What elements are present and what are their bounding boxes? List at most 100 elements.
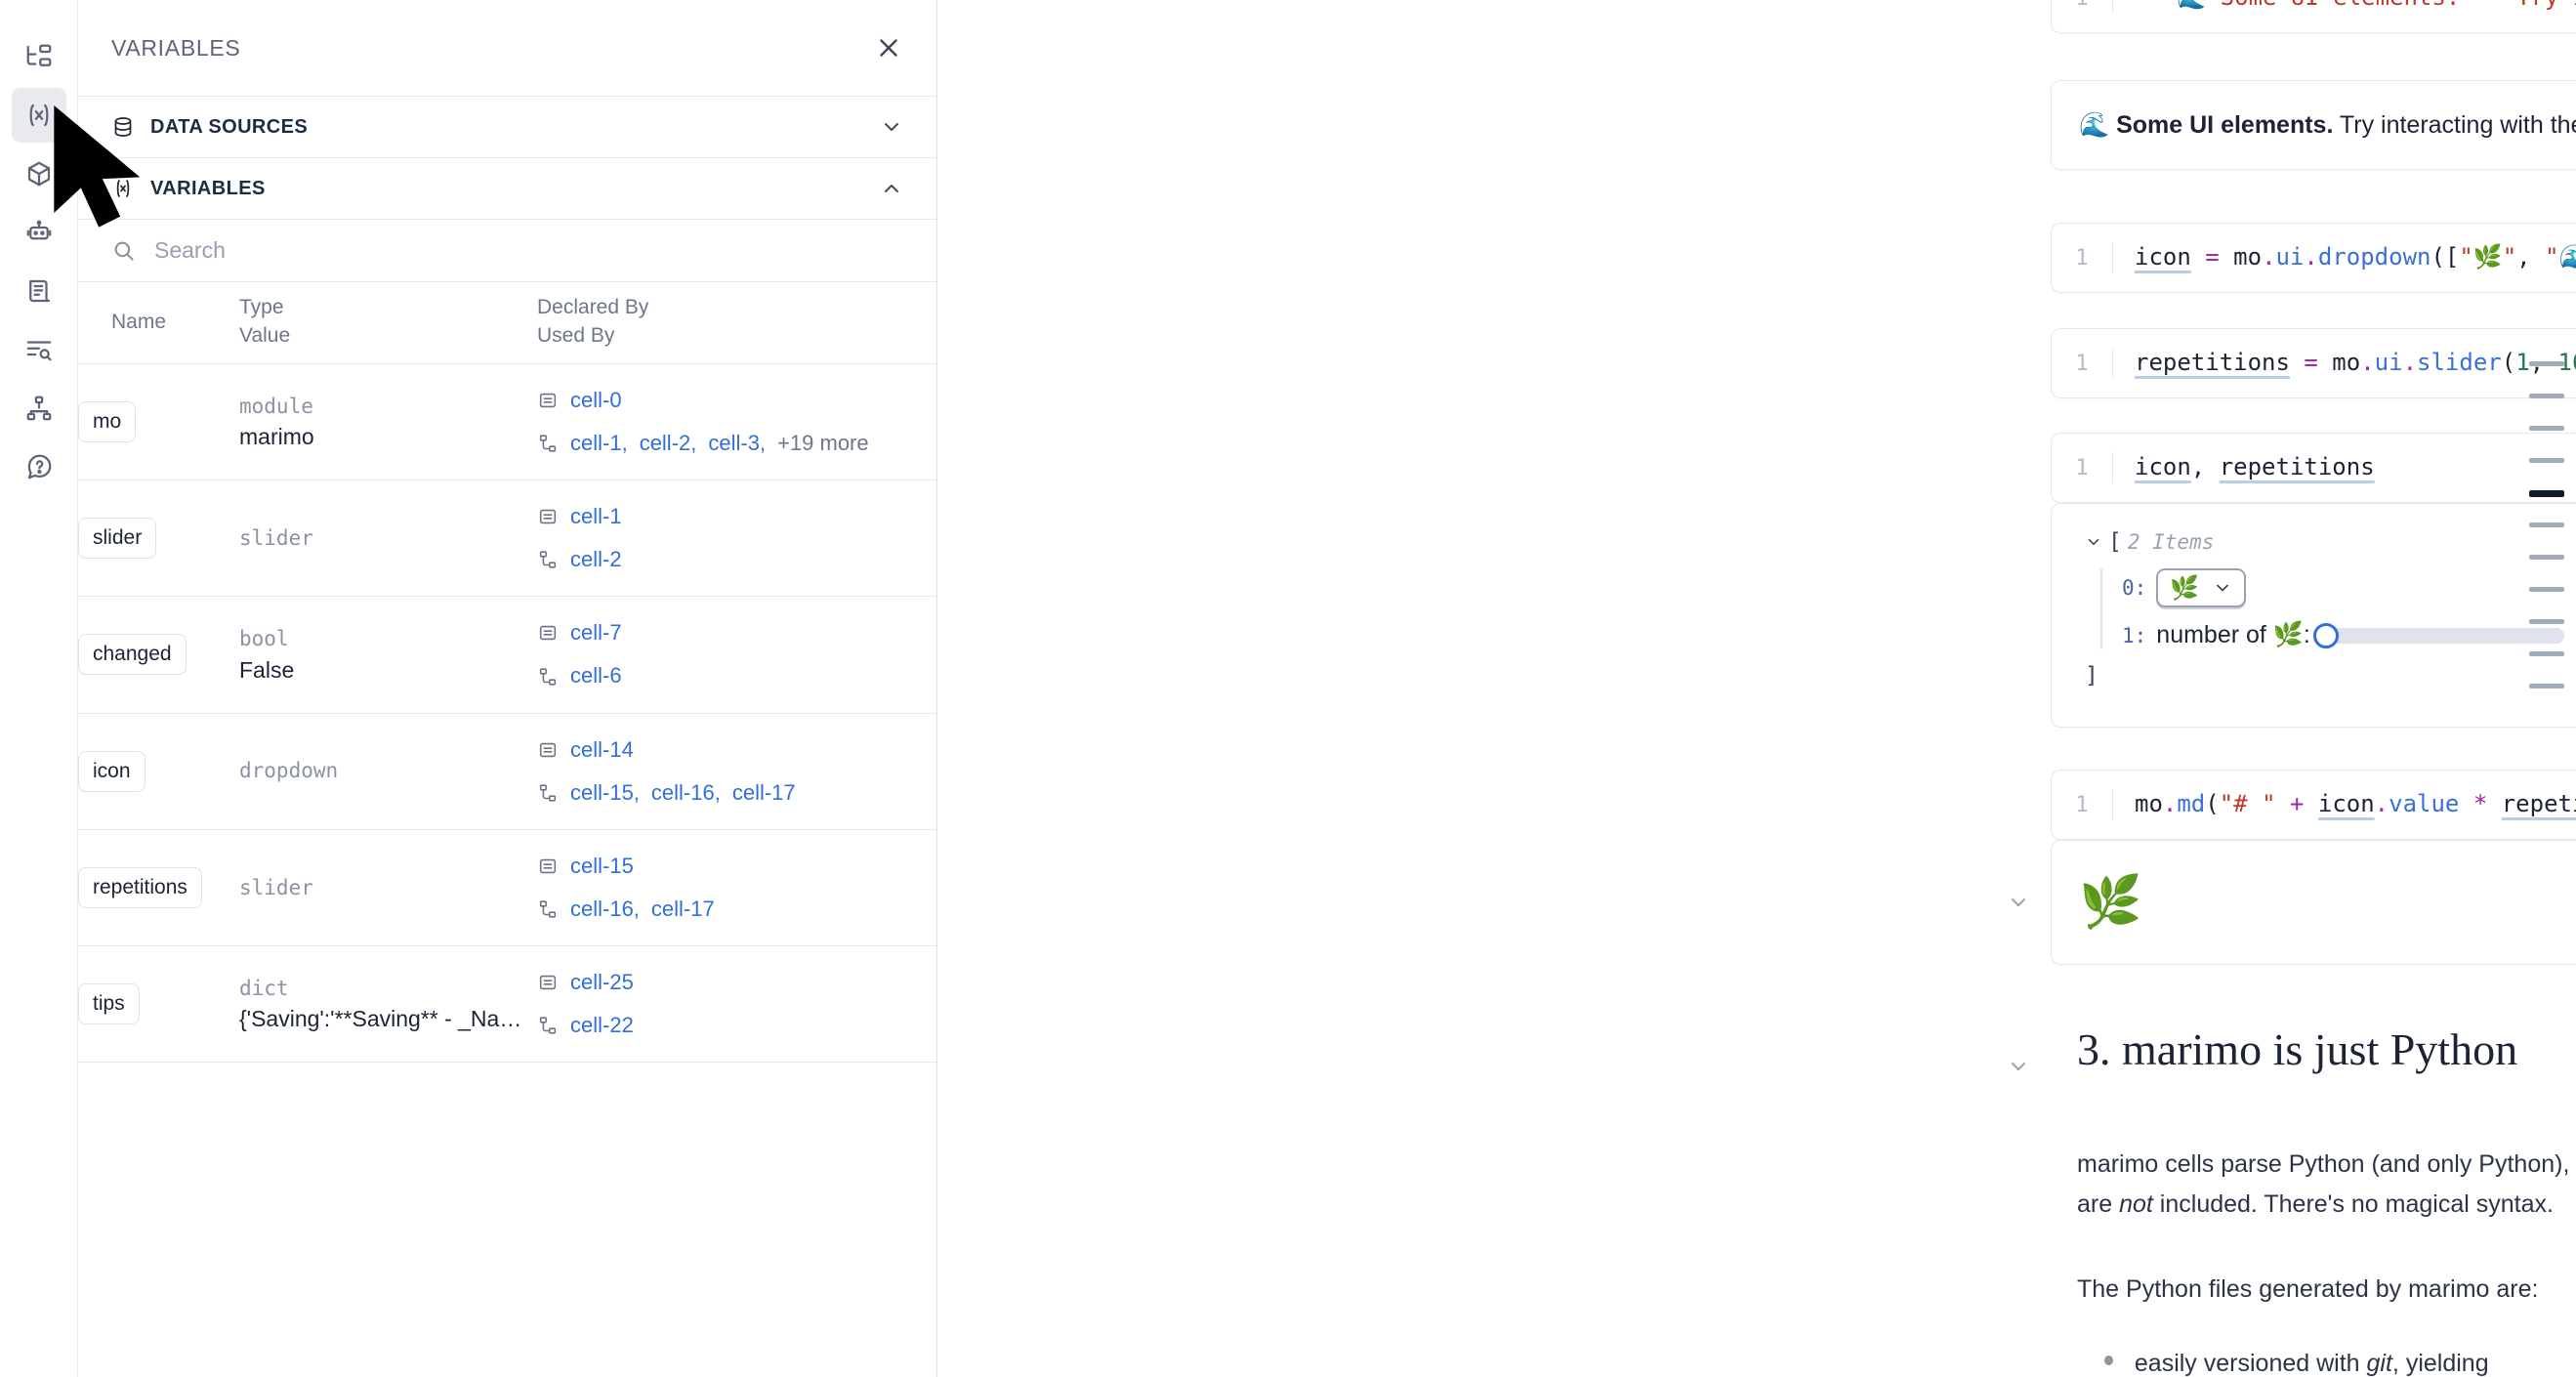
cell-used-icon (537, 1015, 559, 1036)
list-item: 0: 🌿 (2122, 568, 2576, 607)
variable-name-badge[interactable]: icon (78, 750, 145, 792)
sidebar-item-chat[interactable] (12, 205, 66, 260)
variable-name-badge[interactable]: slider (78, 518, 157, 560)
table-row[interactable]: slider slider cell-1 cell-2 (78, 480, 936, 598)
cell-link[interactable]: cell-7 (570, 620, 622, 646)
repetitions-slider[interactable] (2312, 622, 2564, 648)
collapse-chevron-section[interactable] (2007, 1055, 2030, 1078)
minimap-tick[interactable] (2529, 458, 2564, 463)
bracket-close: ] (2085, 663, 2098, 688)
variable-name-badge[interactable]: changed (78, 634, 187, 676)
variable-type-value-cell: slider (239, 480, 537, 598)
logs-icon (24, 335, 54, 364)
minimap-tick[interactable] (2529, 522, 2564, 527)
code-token (2191, 243, 2205, 271)
table-header-row: Name Type Value Declared By Used By (78, 281, 936, 364)
chevron-down-icon[interactable] (880, 115, 903, 139)
col-header-used-by: Used By (537, 324, 615, 347)
sidebar-item-packages[interactable] (12, 146, 66, 201)
cell-link[interactable]: cell-16, (650, 779, 721, 805)
sidebar-item-scratchpad[interactable] (12, 264, 66, 318)
minimap-tick[interactable] (2529, 426, 2564, 431)
cell-link[interactable]: cell-14 (570, 736, 634, 762)
cell-link[interactable]: cell-1, (570, 431, 628, 456)
code-token (2304, 790, 2317, 817)
cell-link[interactable]: cell-22 (570, 1013, 634, 1038)
slider-track[interactable] (2312, 622, 2564, 648)
chevron-down-icon[interactable] (2085, 533, 2102, 551)
code-token: repetitions (2219, 453, 2375, 481)
code-text: mo.md("# " + icon.value * repetitions.va… (2112, 789, 2576, 820)
declared-by-line: cell-7 (537, 616, 936, 649)
variable-name-cell: slider (78, 480, 239, 598)
search-input[interactable] (154, 237, 903, 264)
minimap-tick[interactable] (2529, 651, 2564, 656)
code-cell-icon-dropdown[interactable]: 1 icon = mo.ui.dropdown(["🌿", "🌊", "✨"],… (2051, 223, 2576, 293)
close-icon[interactable] (874, 33, 903, 63)
cell-link[interactable]: cell-17 (650, 896, 715, 921)
bullet-pre: easily versioned with (2134, 1350, 2367, 1377)
col-header-name: Name (78, 281, 239, 364)
minimap-scrollbar[interactable] (2521, 0, 2576, 1377)
slider-thumb[interactable] (2312, 622, 2339, 648)
col-header-type: Type (239, 296, 284, 318)
section-data-sources[interactable]: DATA SOURCES (78, 96, 936, 157)
code-cell-mo-md[interactable]: 1 mo.md("# " + icon.value * repetitions.… (2051, 770, 2576, 840)
list-header[interactable]: [ 2 Items (2085, 529, 2576, 555)
cell-link[interactable]: cell-15, (570, 779, 640, 805)
cell-link[interactable]: cell-17 (731, 779, 796, 805)
collapse-chevron-md-output[interactable] (2007, 891, 2030, 914)
chevron-up-icon[interactable] (880, 177, 903, 200)
declared-by-line: cell-15 (537, 850, 936, 883)
col-header-declared-used: Declared By Used By (537, 281, 936, 364)
cell-link[interactable]: cell-15 (570, 853, 634, 878)
variable-type: slider (239, 526, 313, 551)
cell-link[interactable]: cell-2, (639, 431, 697, 456)
minimap-tick[interactable] (2529, 394, 2564, 398)
code-token: slider (2417, 349, 2502, 377)
cell-link[interactable]: cell-6 (570, 663, 622, 688)
sidebar-item-help[interactable] (12, 439, 66, 494)
minimap-tick[interactable] (2529, 361, 2564, 366)
chevron-down-icon (2213, 578, 2232, 598)
code-token: + (2289, 790, 2305, 818)
minimap-tick[interactable] (2529, 619, 2564, 624)
variable-name-badge[interactable]: mo (78, 401, 137, 443)
cell-declared-icon (537, 739, 559, 761)
code-cell-icon-repetitions[interactable]: 1 icon, repetitions (2051, 433, 2576, 503)
cell-link[interactable]: cell-3, (708, 431, 767, 456)
minimap-tick[interactable] (2529, 684, 2564, 688)
cell-link[interactable]: cell-2 (570, 547, 622, 572)
cell-link[interactable]: cell-1 (570, 504, 622, 529)
minimap-tick[interactable] (2529, 555, 2564, 560)
more-cells-label[interactable]: +19 more (777, 431, 869, 456)
list-item: easily versioned with git, yielding mini… (2104, 1350, 2576, 1377)
cell-link[interactable]: cell-25 (570, 969, 634, 994)
paragraph-italic: not (2119, 1189, 2153, 1218)
code-token: . (2304, 243, 2318, 271)
section-variables[interactable]: VARIABLES (78, 157, 936, 219)
robot-icon (24, 218, 54, 247)
sidebar-item-logs[interactable] (12, 322, 66, 377)
code-cell-markdown-source[interactable]: 1 """🌊 Some UI elements.""" Try interact… (2051, 0, 2576, 33)
sidebar-item-variables[interactable] (11, 88, 66, 143)
sidebar-item-dependency-graph[interactable] (12, 381, 66, 436)
code-cell-repetitions-slider[interactable]: 1 repetitions = mo.ui.slider(1, 16, labe… (2051, 328, 2576, 398)
variable-name-badge[interactable]: repetitions (78, 866, 202, 908)
cell-link[interactable]: cell-0 (570, 388, 622, 412)
minimap-tick[interactable] (2529, 587, 2564, 592)
cell-declared-icon (537, 506, 559, 527)
declared-by-line: cell-0 (537, 384, 936, 417)
minimap-tick[interactable] (2529, 490, 2564, 497)
variable-references-cell: cell-15 cell-16, cell-17 (537, 829, 936, 946)
sidebar-item-file-tree[interactable] (12, 29, 66, 84)
variable-name-badge[interactable]: tips (78, 983, 140, 1025)
cell-link[interactable]: cell-16, (570, 896, 640, 921)
icon-dropdown[interactable]: 🌿 (2156, 568, 2247, 607)
